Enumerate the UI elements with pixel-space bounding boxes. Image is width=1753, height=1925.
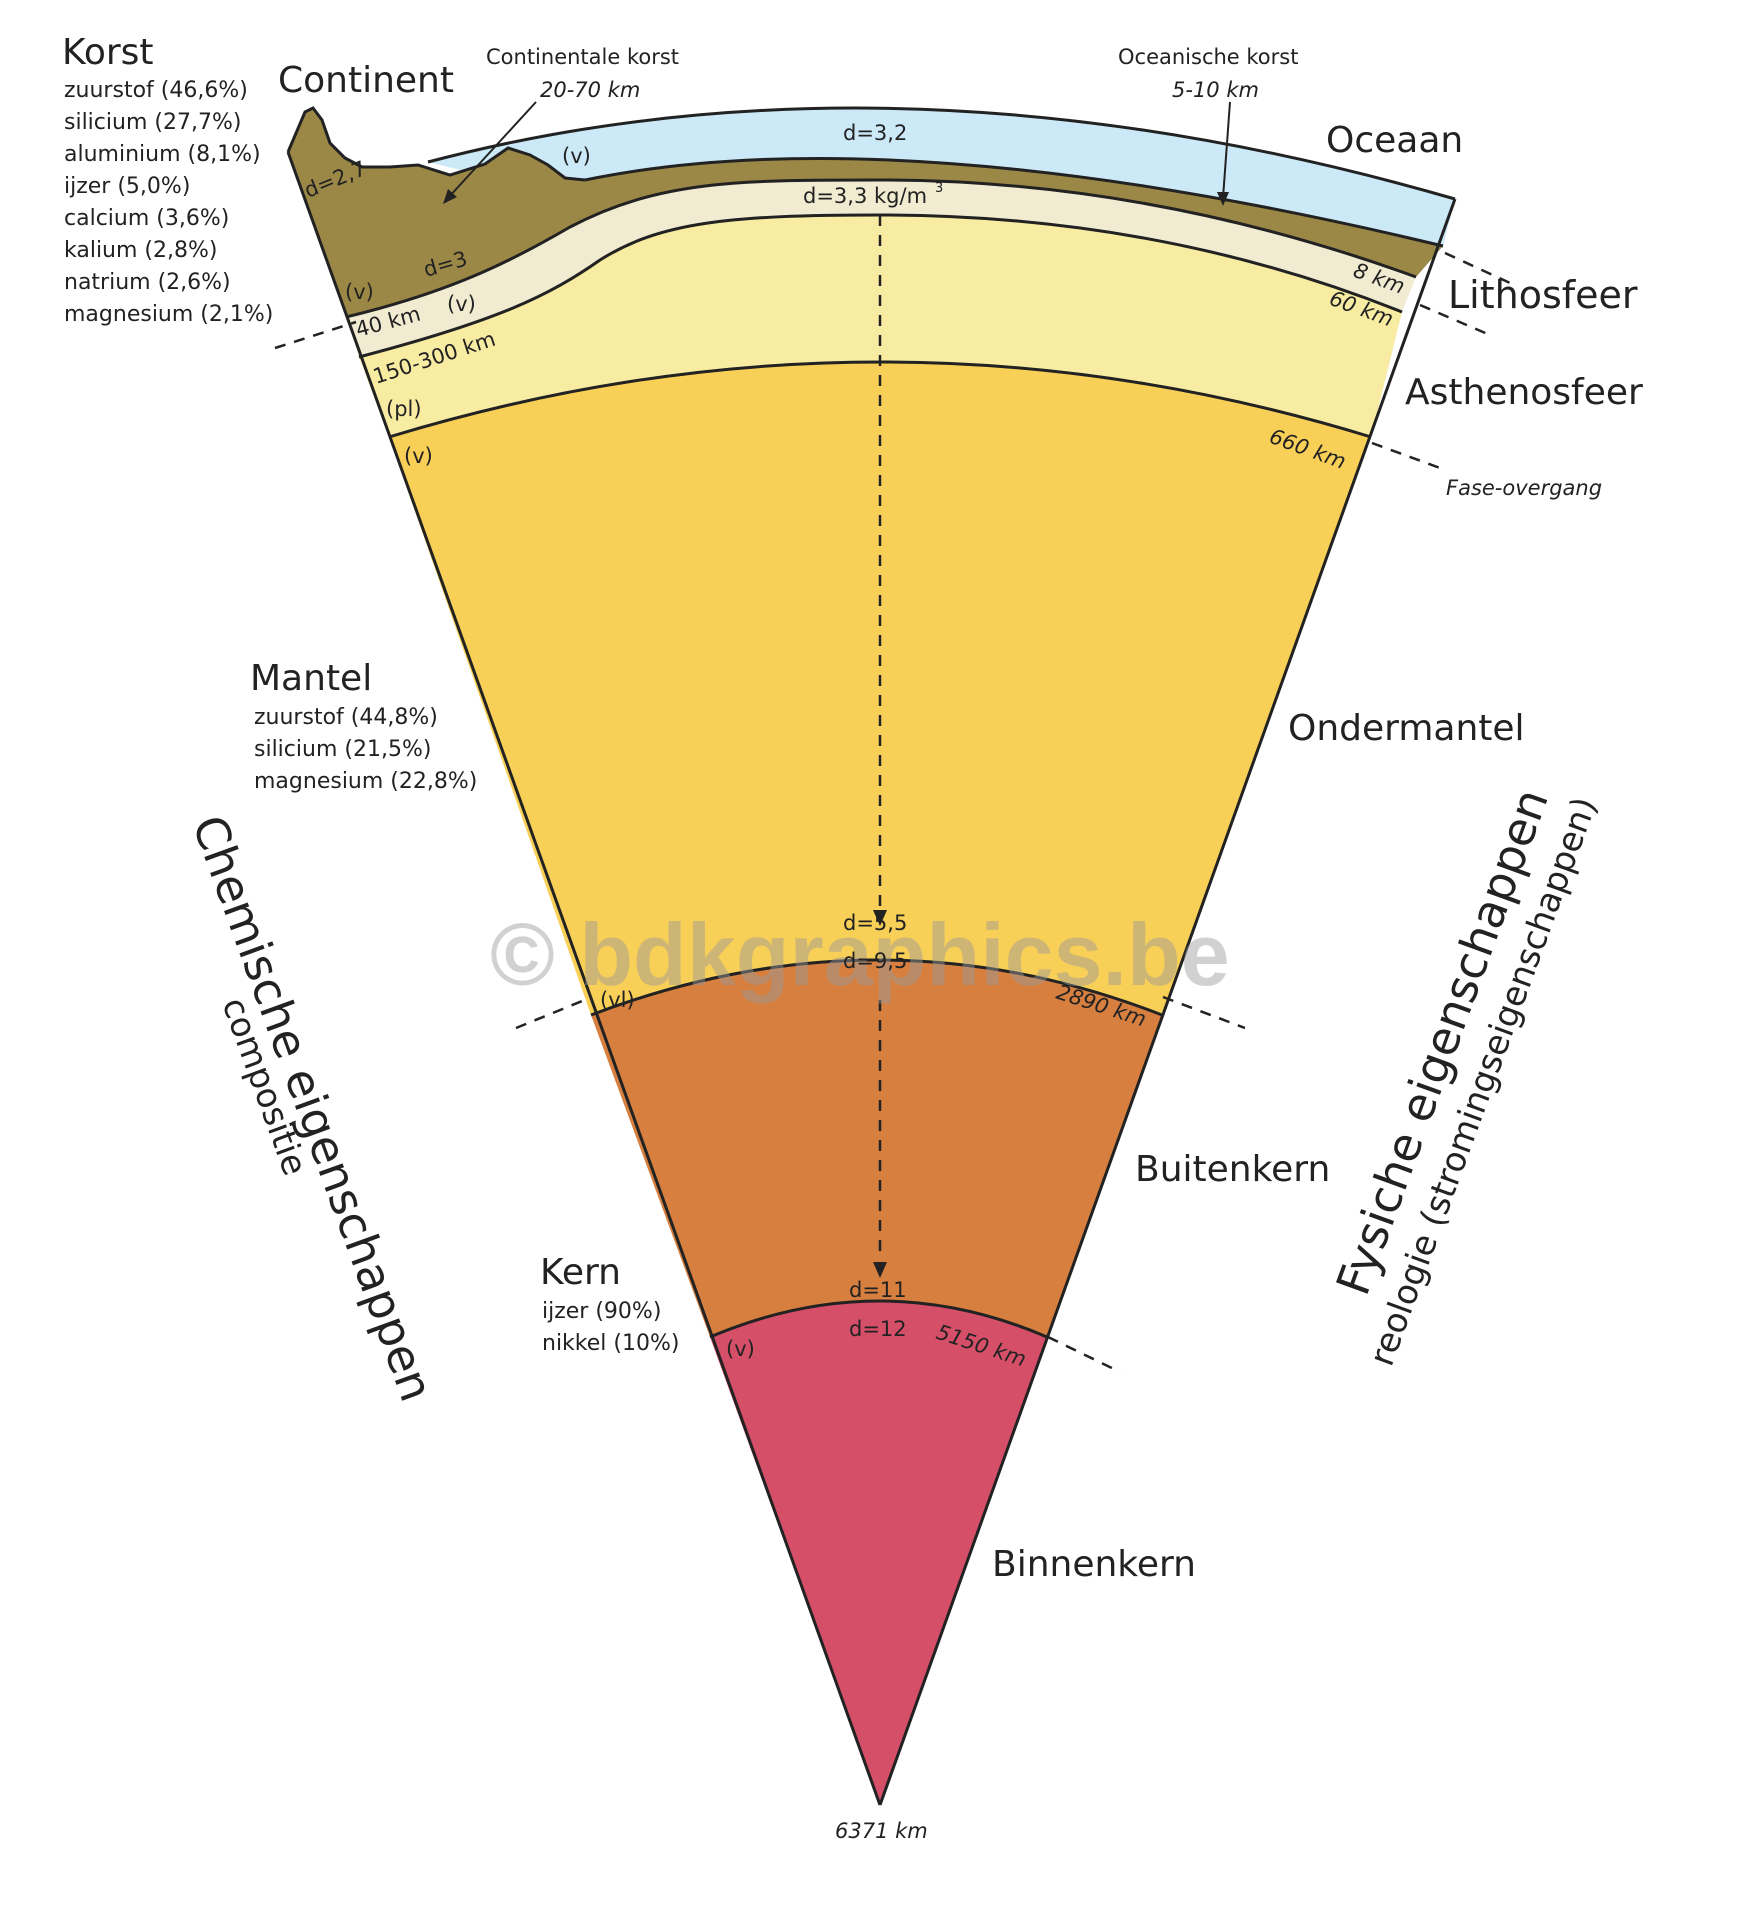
lower-mantle-band <box>389 362 1371 1015</box>
mantle-title: Mantel <box>250 658 372 699</box>
lithosphere-dash-right <box>1419 303 1491 337</box>
density-arrowhead-1 <box>873 910 887 926</box>
outer-core-state: (vl) <box>600 988 635 1012</box>
ocean-density: d=3,2 <box>843 121 907 145</box>
continental-crust-pointer-head <box>443 189 457 204</box>
seafloor-line <box>584 156 1444 248</box>
crust-title: Korst <box>62 32 154 73</box>
right-edge-line <box>878 198 1457 1806</box>
phase-transition-label: Fase-overgang <box>1446 476 1602 500</box>
oceanic-crust-pointer <box>1222 101 1231 199</box>
continental-crust-label: Continentale korst <box>486 45 679 69</box>
crust-item: kalium (2,8%) <box>64 238 217 263</box>
crust-item: silicium (27,7%) <box>64 110 241 135</box>
outer-core-top-density: d=9,5 <box>843 949 907 973</box>
lithosphere-label: Lithosfeer <box>1448 273 1638 317</box>
phase-dash-right <box>1371 441 1441 470</box>
watermark: © bdkgraphics.be <box>490 905 1230 1004</box>
continental-crust-thickness: 20-70 km <box>540 78 640 102</box>
outer-core-bottom-density: d=11 <box>849 1278 907 1302</box>
upper-mantle-density: d=3,3 kg/m <box>803 184 927 208</box>
oceanic-crust-pointer-head <box>1217 192 1229 206</box>
mantle-item: silicium (21,5%) <box>254 737 431 762</box>
continent-crust-state: (v) <box>345 280 374 304</box>
upper-mantle-density-superscript: 3 <box>935 181 943 196</box>
outer-core-band <box>591 960 1162 1337</box>
density-arrowhead-2 <box>873 1262 887 1278</box>
core-item: nikkel (10%) <box>542 1331 679 1356</box>
lower-mantle-label: Ondermantel <box>1288 708 1525 749</box>
mantle-bottom-density: d=5,5 <box>843 911 907 935</box>
lithosphere-base-line <box>358 213 1403 359</box>
outer-core-label: Buitenkern <box>1135 1149 1330 1190</box>
sea-surface-line <box>427 106 1456 201</box>
chemical-properties-label: Chemische eigenschappen <box>182 808 444 1408</box>
oceanic-crust-label: Oceanische korst <box>1118 45 1298 69</box>
lithosphere-dash-left <box>274 320 357 350</box>
land-surface-line <box>286 106 586 182</box>
inner-core-band <box>710 1301 1047 1805</box>
core-title: Kern <box>540 1252 621 1293</box>
center-depth: 6371 km <box>835 1819 928 1843</box>
crust-item: magnesium (2,1%) <box>64 302 273 327</box>
inner-core-boundary-line <box>709 1299 1048 1339</box>
crust-item: aluminium (8,1%) <box>64 142 261 167</box>
core-mantle-boundary-line <box>590 958 1163 1017</box>
lithosphere-mantle-band <box>346 180 1416 357</box>
continent-mantle-state: (v) <box>447 292 476 316</box>
continental-crust-pointer <box>447 101 537 199</box>
mantle-item: magnesium (22,8%) <box>254 769 477 794</box>
asthenosphere-label: Asthenosfeer <box>1405 372 1643 413</box>
asthenosphere-state: (pl) <box>386 397 422 421</box>
oceanic-crust-thickness: 5-10 km <box>1172 78 1259 102</box>
crust-band <box>288 108 1443 317</box>
mantle-item: zuurstof (44,8%) <box>254 705 438 730</box>
crust-item: ijzer (5,0%) <box>64 174 190 199</box>
crust-item: natrium (2,6%) <box>64 270 231 295</box>
inner-core-label: Binnenkern <box>992 1544 1196 1585</box>
cmb-dash-left <box>515 995 593 1030</box>
lower-mantle-state: (v) <box>404 444 433 468</box>
core-item: ijzer (90%) <box>542 1299 661 1324</box>
left-edge-line <box>286 151 882 1806</box>
icb-dash-right <box>1047 1335 1121 1374</box>
moho-line <box>345 178 1417 319</box>
inner-core-top-density: d=12 <box>849 1317 907 1341</box>
cmb-dash-right <box>1162 995 1246 1030</box>
inner-core-state: (v) <box>726 1337 755 1361</box>
ocean-label: Oceaan <box>1326 120 1463 161</box>
crust-item: calcium (3,6%) <box>64 206 229 231</box>
crust-item: zuurstof (46,6%) <box>64 78 248 103</box>
ocean-crust-state: (v) <box>562 144 591 168</box>
ocean-band <box>428 108 1455 246</box>
continent-label: Continent <box>278 60 454 101</box>
